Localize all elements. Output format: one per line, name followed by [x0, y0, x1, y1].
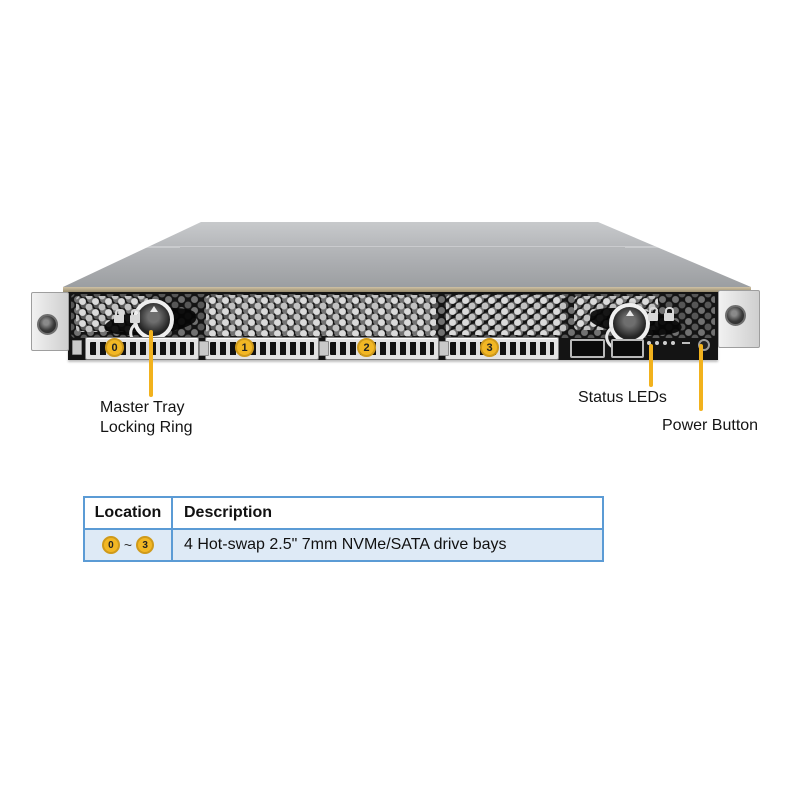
thumbscrew-icon-left: [37, 314, 58, 335]
mesh-bright-patch: [446, 295, 566, 335]
tray-release-latch: [439, 341, 449, 356]
table-header-description: Description: [184, 504, 273, 521]
callout-line-status-leds: [649, 344, 653, 387]
tray-release-latch: [72, 340, 82, 355]
padlock-locked-icon: [664, 307, 674, 321]
mesh-bright-patch: [206, 295, 436, 336]
tray-release-latch: [319, 341, 329, 356]
table-header-location: Location: [85, 498, 173, 528]
drive-tray-3: [445, 337, 559, 360]
tray-vent-slots: [450, 342, 554, 355]
location-range-separator: ~: [123, 537, 133, 553]
drive-bay-badge-1: 1: [235, 338, 254, 357]
callout-label-line1: Master Tray: [100, 399, 185, 416]
drive-tray-2: [325, 337, 439, 360]
spec-table-row: 0 ~ 3 4 Hot-swap 2.5" 7mm NVMe/SATA driv…: [85, 530, 602, 560]
io-port-icon: [570, 339, 605, 358]
callout-label-status-leds: Status LEDs: [578, 389, 667, 406]
padlock-locked-icon: [130, 309, 140, 323]
io-port-icon: [611, 339, 644, 358]
callout-label-line2: Locking Ring: [100, 419, 193, 436]
tray-vent-slots: [330, 342, 434, 355]
drive-tray-1: [205, 337, 319, 360]
server-front-illustration: 0 1 2 3: [0, 0, 800, 470]
callout-label-master-tray: Master Tray Locking Ring: [100, 398, 193, 438]
location-badge-start: 0: [101, 536, 120, 554]
callout-line-power-button: [699, 344, 703, 411]
status-led-icon: [655, 341, 659, 345]
chassis-front-edge: [63, 287, 751, 293]
spec-table: Location Description 0 ~ 3 4 Hot-swap 2.…: [83, 496, 604, 562]
status-led-icon: [663, 341, 667, 345]
padlock-unlocked-icon: [648, 307, 658, 321]
tray-vent-slots: [210, 342, 314, 355]
thumbscrew-icon-right: [725, 305, 746, 326]
chassis-top-lid: [63, 222, 751, 287]
drive-bay-badge-0: 0: [105, 338, 124, 357]
location-badge-end: 3: [136, 536, 155, 554]
table-cell-description: 4 Hot-swap 2.5" 7mm NVMe/SATA drive bays: [184, 536, 507, 553]
padlock-unlocked-icon: [114, 309, 124, 323]
callout-line-master-tray: [149, 330, 153, 397]
master-tray-locking-ring-icon-right: [609, 303, 650, 344]
led-dash-icon: [682, 342, 690, 344]
status-led-icon: [671, 341, 675, 345]
tray-release-latch: [199, 341, 209, 356]
drive-bay-badge-2: 2: [357, 338, 376, 357]
lid-seam: [115, 246, 685, 248]
table-cell-location: 0 ~ 3: [85, 530, 173, 560]
spec-table-header-row: Location Description: [85, 498, 602, 530]
drive-tray-0: [85, 337, 199, 360]
status-led-icon: [647, 341, 651, 345]
drive-bay-badge-3: 3: [480, 338, 499, 357]
lid-seam-shadow: [180, 247, 625, 248]
callout-label-power-button: Power Button: [662, 417, 759, 434]
